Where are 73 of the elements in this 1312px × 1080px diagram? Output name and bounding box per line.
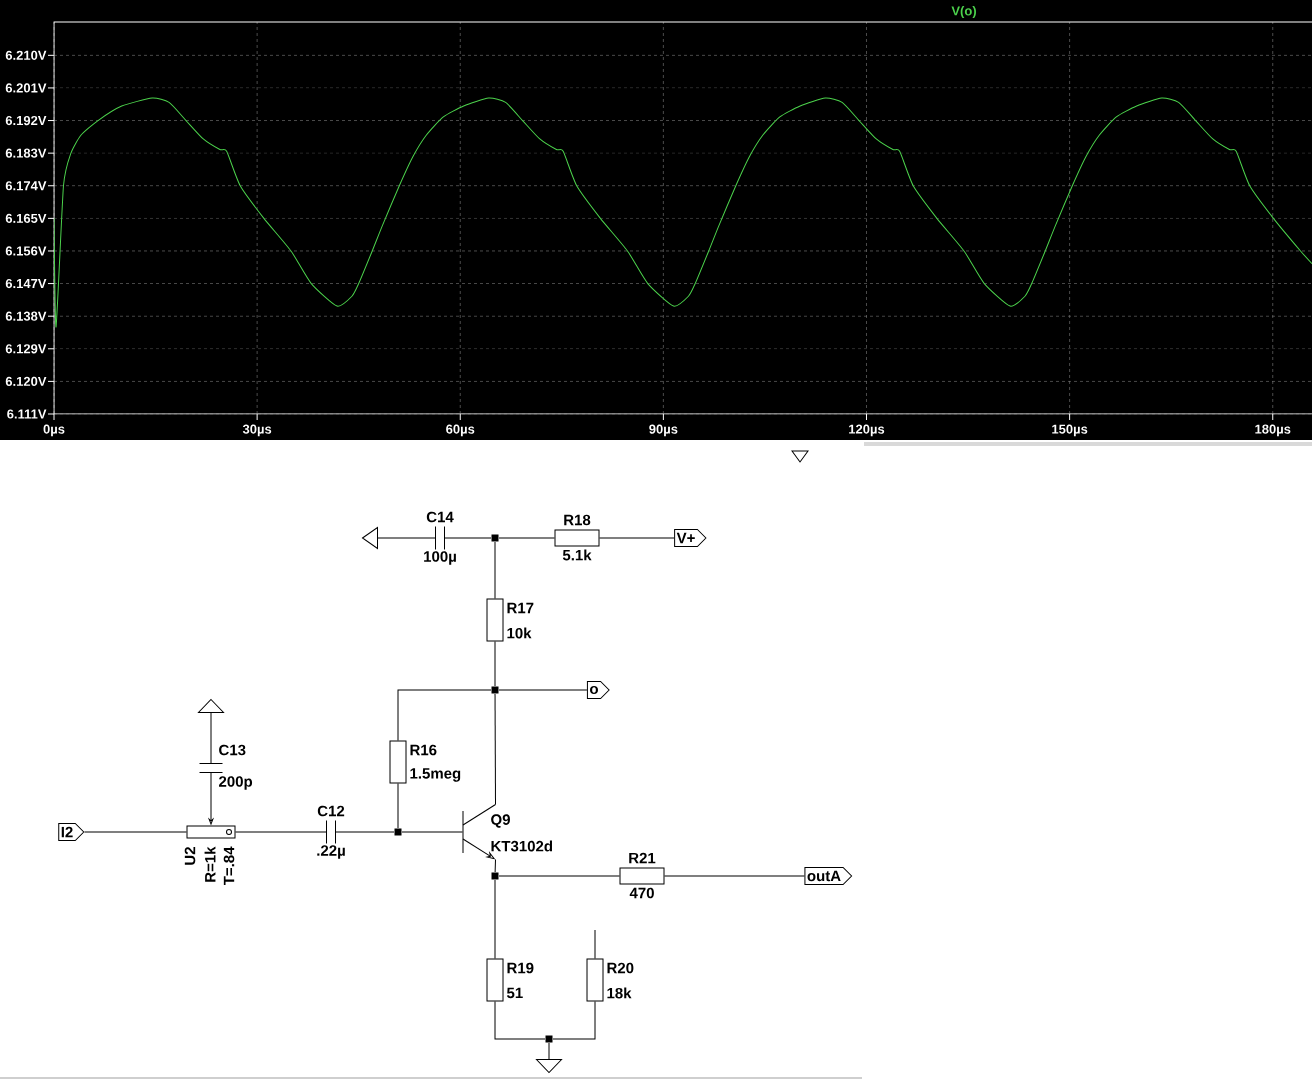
wire (548, 1042, 550, 1060)
component-value: KT3102d (491, 840, 553, 852)
tick-label: 6.201V (5, 83, 47, 93)
wire (235, 831, 327, 833)
wire (498, 537, 555, 539)
wire (494, 541, 496, 599)
component-value: 51 (506, 987, 523, 999)
wire (494, 1001, 546, 1040)
ground-symbol (198, 699, 224, 713)
component-value: 18k (607, 987, 632, 999)
wire (335, 831, 395, 833)
component-value: 470 (629, 887, 654, 899)
net-label: o (586, 681, 610, 699)
component-name: R20 (607, 962, 634, 974)
tick-label: 120µs (849, 424, 885, 437)
component-name: U2 (184, 847, 196, 865)
net-label: outA (804, 867, 853, 885)
net-label: I2 (58, 823, 85, 841)
wire (498, 875, 620, 877)
wire (494, 641, 496, 687)
tick-label: 6.156V (5, 246, 47, 256)
tick-label: 6.210V (5, 50, 47, 60)
component-value: R=1k (204, 846, 216, 882)
tick-label: 0µs (43, 424, 65, 437)
component-name: C13 (219, 744, 246, 756)
tick-label: 30µs (242, 424, 272, 437)
net-label: V+ (674, 529, 707, 547)
tick-label: 150µs (1052, 424, 1088, 437)
component-value: 100µ (424, 551, 456, 565)
component-name: R21 (629, 852, 656, 864)
wire (664, 875, 805, 877)
tick-label: 6.111V (7, 409, 47, 419)
wire (599, 537, 675, 539)
component-value: 10k (507, 627, 532, 639)
tick-label: 6.120V (5, 376, 47, 386)
component-name: Q9 (491, 814, 510, 828)
wire (83, 831, 187, 833)
tick-label: 6.147V (5, 278, 47, 289)
wire (401, 831, 463, 833)
series-label: V(o) (951, 5, 976, 19)
tick-label: 6.183V (5, 148, 47, 158)
wire (210, 712, 212, 764)
component-name: C12 (317, 805, 345, 817)
wire (397, 689, 492, 741)
wire (377, 537, 436, 539)
component-value: 1.5meg (410, 768, 461, 782)
component-value: T=.84 (223, 846, 235, 886)
wire (397, 783, 399, 829)
wiper-arrow (208, 772, 214, 825)
tick-label: 180µs (1255, 424, 1291, 437)
component-name: C14 (426, 511, 454, 523)
tick-label: 6.138V (5, 311, 47, 321)
wire (494, 879, 496, 959)
component-name: R16 (410, 744, 437, 756)
ground-symbol (362, 527, 378, 549)
tick-label: 6.192V (5, 115, 47, 126)
wire (494, 693, 496, 805)
tick-label: 90µs (649, 424, 678, 437)
tick-label: 6.165V (5, 213, 47, 223)
component-value: .22µ (317, 845, 345, 859)
wire (494, 859, 496, 873)
component-name: R17 (507, 602, 534, 614)
wire (552, 1001, 596, 1040)
tick-label: 60µs (446, 424, 475, 437)
component-name: R18 (564, 514, 591, 526)
tick-label: 6.174V (5, 181, 47, 191)
component-value: 5.1k (562, 549, 592, 561)
component-name: R19 (507, 962, 534, 974)
wire (444, 537, 492, 539)
component-value: 200p (219, 776, 253, 790)
wire (498, 689, 588, 691)
tick-label: 6.129V (5, 344, 47, 354)
ground-symbol (536, 1059, 562, 1073)
